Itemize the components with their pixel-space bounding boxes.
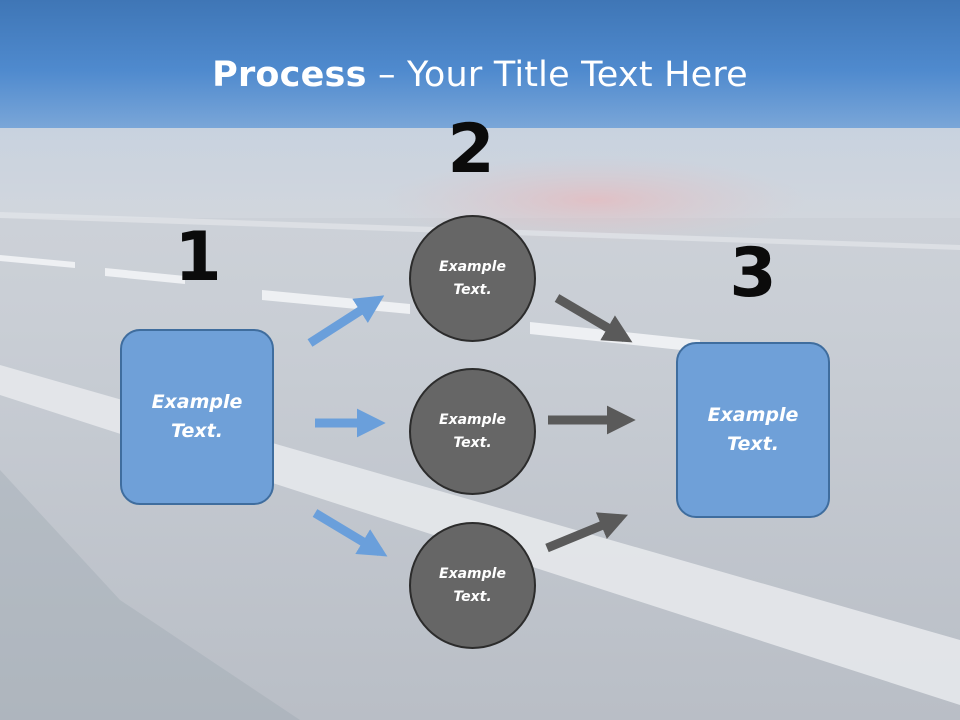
arrow-icon bbox=[312, 509, 388, 557]
step-number-2: 2 bbox=[447, 110, 495, 189]
step-3-box: Example Text. bbox=[676, 342, 830, 518]
arrow-icon bbox=[307, 295, 385, 347]
step-2-circle-middle: Example Text. bbox=[409, 368, 536, 495]
step-2-circle-top: Example Text. bbox=[409, 215, 536, 342]
step-3-box-text: Example Text. bbox=[707, 404, 799, 455]
circle-bottom-text: Example Text. bbox=[439, 565, 506, 605]
arrow-icon bbox=[554, 294, 633, 343]
arrow-icon bbox=[545, 512, 628, 553]
step-2-circle-bottom: Example Text. bbox=[409, 522, 536, 649]
slide-title: Process – Your Title Text Here bbox=[0, 52, 960, 98]
step-1-box-text: Example Text. bbox=[151, 391, 243, 442]
title-strong-text: Process bbox=[212, 55, 367, 95]
circle-middle-text: Example Text. bbox=[439, 411, 506, 451]
step-1-box: Example Text. bbox=[120, 329, 274, 505]
step-number-1: 1 bbox=[174, 218, 222, 297]
title-rest-text: – Your Title Text Here bbox=[366, 55, 748, 95]
step-number-3: 3 bbox=[729, 234, 777, 313]
circle-top-text: Example Text. bbox=[439, 258, 506, 298]
